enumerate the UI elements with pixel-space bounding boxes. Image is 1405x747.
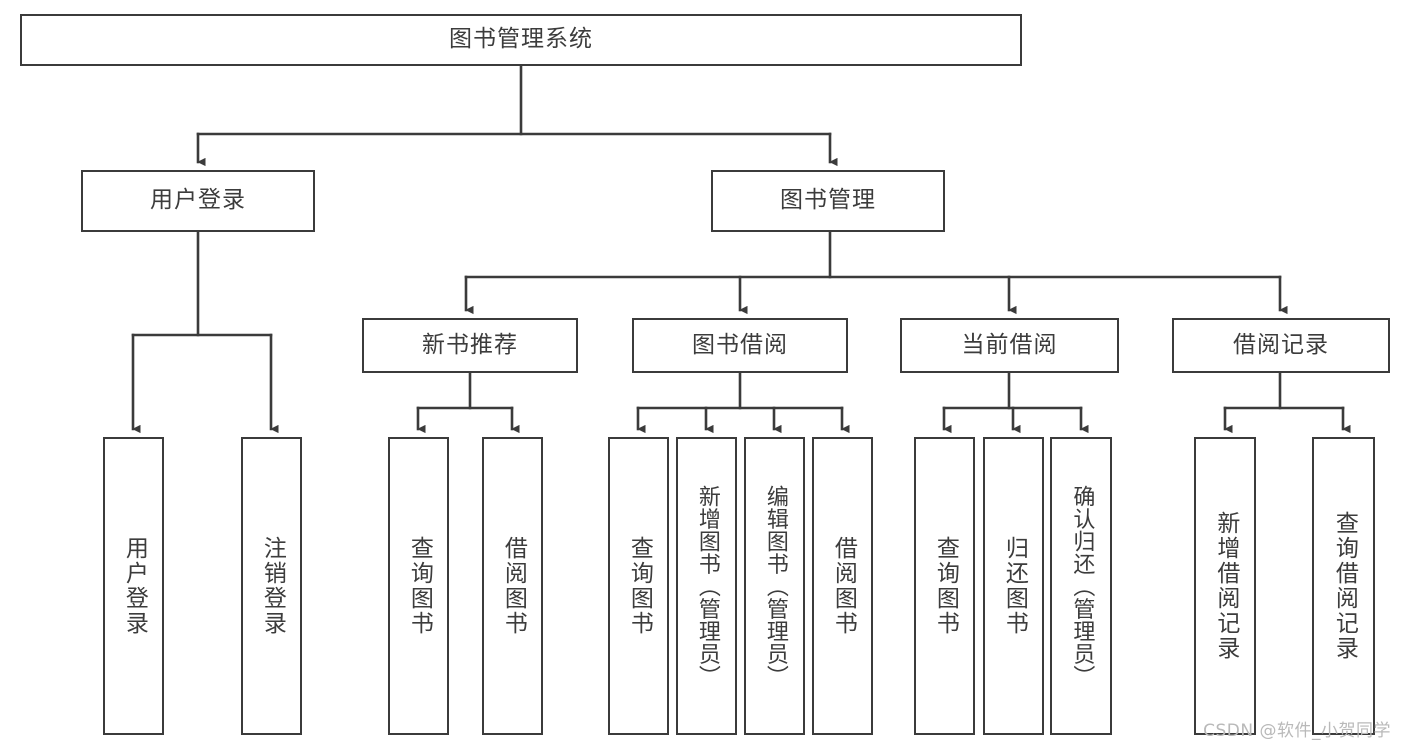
- node-label: 查询借阅记录: [1331, 511, 1358, 661]
- leaf-query-book-borrow[interactable]: 查询图书: [608, 437, 669, 735]
- node-label: 借阅图书: [830, 536, 857, 636]
- node-book-borrow[interactable]: 图书借阅: [632, 318, 848, 373]
- leaf-borrow-book-borrow[interactable]: 借阅图书: [812, 437, 873, 735]
- node-user-login[interactable]: 用户登录: [81, 170, 315, 232]
- node-label: 注销登录: [259, 536, 286, 636]
- leaf-return-book[interactable]: 归还图书: [983, 437, 1044, 735]
- node-label: 用户登录: [150, 187, 246, 214]
- leaf-query-book-recommend[interactable]: 查询图书: [388, 437, 449, 735]
- node-label: 编辑图书（管理员）: [762, 484, 788, 688]
- leaf-query-borrow-record[interactable]: 查询借阅记录: [1312, 437, 1375, 735]
- leaf-logout-login[interactable]: 注销登录: [241, 437, 302, 735]
- node-borrow-record[interactable]: 借阅记录: [1172, 318, 1390, 373]
- leaf-confirm-return[interactable]: 确认归还（管理员）: [1050, 437, 1112, 735]
- node-label: 归还图书: [1001, 536, 1028, 636]
- leaf-user-login[interactable]: 用户登录: [103, 437, 164, 735]
- node-label: 借阅图书: [500, 536, 527, 636]
- leaf-query-book-current[interactable]: 查询图书: [914, 437, 975, 735]
- leaf-add-borrow-record[interactable]: 新增借阅记录: [1194, 437, 1256, 735]
- node-label: 新书推荐: [422, 331, 518, 358]
- leaf-add-book[interactable]: 新增图书（管理员）: [676, 437, 737, 735]
- node-label: 新增图书（管理员）: [694, 484, 720, 688]
- node-current-borrow[interactable]: 当前借阅: [900, 318, 1119, 373]
- node-label: 确认归还（管理员）: [1069, 484, 1095, 688]
- node-label: 用户登录: [121, 536, 148, 636]
- node-root-system[interactable]: 图书管理系统: [20, 14, 1022, 66]
- node-new-book-recommend[interactable]: 新书推荐: [362, 318, 578, 373]
- node-label: 图书管理: [780, 187, 876, 214]
- leaf-edit-book[interactable]: 编辑图书（管理员）: [744, 437, 805, 735]
- node-label: 查询图书: [406, 536, 433, 636]
- node-book-manage[interactable]: 图书管理: [711, 170, 945, 232]
- node-label: 图书管理系统: [449, 26, 593, 53]
- leaf-borrow-book-recommend[interactable]: 借阅图书: [482, 437, 543, 735]
- node-label: 图书借阅: [692, 331, 788, 358]
- node-label: 查询图书: [932, 536, 959, 636]
- node-label: 新增借阅记录: [1212, 511, 1239, 661]
- node-label: 查询图书: [626, 536, 653, 636]
- node-label: 借阅记录: [1233, 331, 1329, 358]
- node-label: 当前借阅: [961, 331, 1058, 358]
